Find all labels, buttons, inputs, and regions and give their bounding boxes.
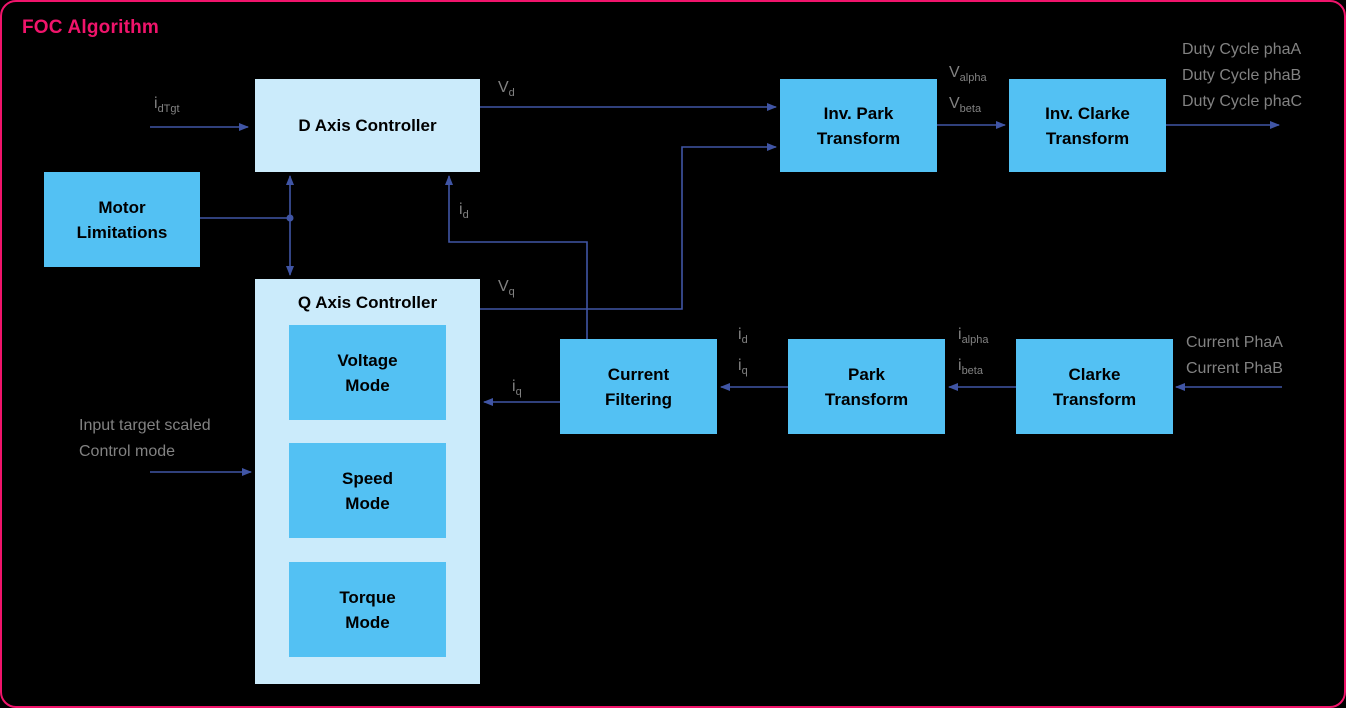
input-current-labels: Current PhaA Current PhaB [1186,330,1283,382]
label-control-mode: Control mode [79,443,176,460]
signal-label-ialpha-ibeta: ialpha ibeta [958,322,988,384]
wire-vq [480,143,777,310]
block-clarke-transform-label: Clarke Transform [1052,364,1137,409]
block-inv-park-transform-label: Inv. Park Transform [816,103,901,148]
signal-label-iq-measured: iq [738,357,748,378]
block-torque-mode-label: Torque Mode [339,587,396,632]
block-clarke-transform: Clarke Transform [1016,339,1173,434]
label-current-phaB: Current PhaB [1186,360,1283,377]
signal-label-id-iq: id iq [738,322,748,384]
signal-label-id-measured: id [738,326,748,347]
signal-label-valpha-vbeta: Valpha Vbeta [949,60,987,122]
block-d-axis-controller: D Axis Controller [255,79,480,172]
block-q-axis-controller: Q Axis Controller Voltage Mode Speed Mod… [255,279,480,684]
wire-id-feedback [445,175,588,339]
signal-label-vbeta: Vbeta [949,95,982,116]
block-current-filtering: Current Filtering [560,339,717,434]
output-duty-cycle-labels: Duty Cycle phaA Duty Cycle phaB Duty Cyc… [1182,37,1302,115]
block-motor-limitations-label: Motor Limitations [76,197,168,242]
block-torque-mode: Torque Mode [289,562,446,657]
input-target-labels: Input target scaled Control mode [79,413,211,465]
block-speed-mode-label: Speed Mode [341,468,394,513]
label-input-target-scaled: Input target scaled [79,417,211,434]
block-voltage-mode-label: Voltage Mode [337,350,398,395]
signal-label-ibeta: ibeta [958,357,983,378]
block-current-filtering-label: Current Filtering [604,364,673,409]
block-speed-mode: Speed Mode [289,443,446,538]
wire-junction-dot [286,214,294,222]
block-park-transform-label: Park Transform [824,364,909,409]
label-current-phaA: Current PhaA [1186,334,1283,351]
label-duty-cycle-phaB: Duty Cycle phaB [1182,67,1302,84]
block-q-axis-controller-label: Q Axis Controller [297,293,438,312]
signal-label-id-feedback: id [459,201,469,222]
signal-label-valpha: Valpha [949,64,987,85]
block-inv-clarke-transform: Inv. Clarke Transform [1009,79,1166,172]
diagram-title: FOC Algorithm [22,17,159,38]
block-inv-park-transform: Inv. Park Transform [780,79,937,172]
label-duty-cycle-phaA: Duty Cycle phaA [1182,41,1302,58]
block-voltage-mode: Voltage Mode [289,325,446,420]
block-d-axis-controller-label: D Axis Controller [298,116,437,135]
block-motor-limitations: Motor Limitations [44,172,200,267]
signal-label-vd: Vd [498,79,515,100]
signal-label-idtgt: idTgt [154,95,180,116]
block-park-transform: Park Transform [788,339,945,434]
signal-label-vq: Vq [498,278,515,299]
label-duty-cycle-phaC: Duty Cycle phaC [1182,93,1303,110]
block-inv-clarke-transform-label: Inv. Clarke Transform [1045,103,1130,148]
signal-label-iq-to-q-axis: iq [512,378,522,399]
signal-label-ialpha: ialpha [958,326,989,347]
